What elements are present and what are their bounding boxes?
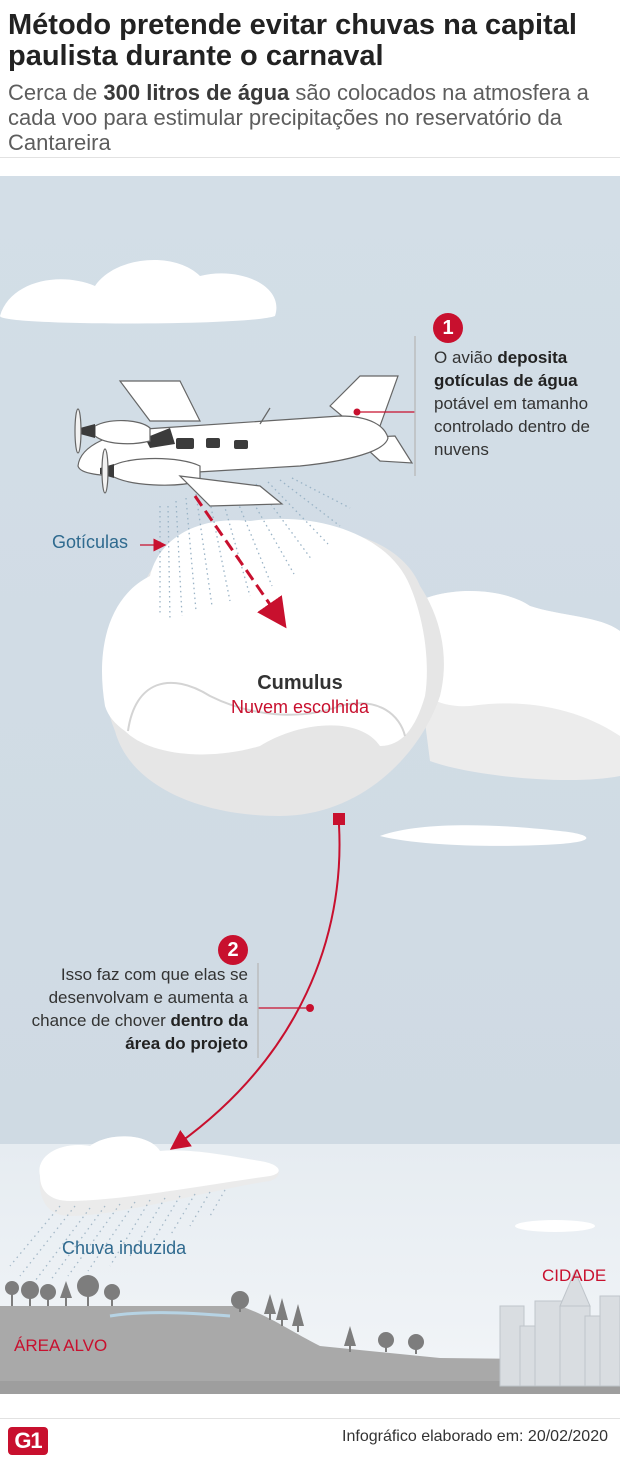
background-clouds [0,259,595,1232]
header-divider [0,157,620,158]
target-area-label: ÁREA ALVO [14,1336,108,1355]
step-1-text-post: potável em tamanho controlado dentro de … [434,394,590,459]
step-1-text-bold: deposita gotículas de água [434,348,578,390]
induced-rain [9,1189,226,1282]
droplets-label: Gotículas [52,532,129,552]
city-skyline [499,1269,620,1387]
g1-logo: G1 [8,1427,48,1455]
step1-leader [353,336,416,476]
ground [0,1306,620,1396]
cumulus-cloud [102,518,444,816]
subtitle-bold: 300 litros de água [103,80,290,105]
footer-divider [0,1418,620,1419]
step-1-badge: 1 [433,313,463,343]
rain-label: Chuva induzida [62,1238,187,1258]
page-subtitle: Cerca de 300 litros de água são colocado… [8,80,612,155]
footer-credit: Infográfico elaborado em: 20/02/2020 [342,1428,608,1445]
subtitle-post: são colocados na atmosfera a cada voo pa… [8,80,589,155]
step-2-text-pre: Isso faz com que elas se desenvolvam e a… [31,965,248,1030]
step-2-text-bold: dentro da área do projeto [125,1011,248,1053]
step-2-badge: 2 [218,935,248,965]
trees [5,1275,424,1354]
step2-curve-arrow [169,813,345,1150]
cloud-name-label: Cumulus [257,672,343,694]
step-1-text-pre: O avião [434,348,498,367]
page-title: Método pretende evitar chuvas na capital… [8,9,577,72]
city-label: CIDADE [542,1266,607,1285]
airplane [74,375,414,507]
step-1-text: O avião deposita gotículas de água potáv… [434,346,618,461]
droplet-direction-arrow [193,495,287,629]
right-cloud-bank [410,591,620,781]
subtitle-pre: Cerca de [8,80,104,105]
infographic-illustration [0,176,620,1416]
header: Método pretende evitar chuvas na capital… [0,0,620,170]
rain-cloud [39,1136,279,1216]
step-2-text: Isso faz com que elas se desenvolvam e a… [14,963,248,1055]
cloud-description-label: Nuvem escolhida [230,697,370,717]
